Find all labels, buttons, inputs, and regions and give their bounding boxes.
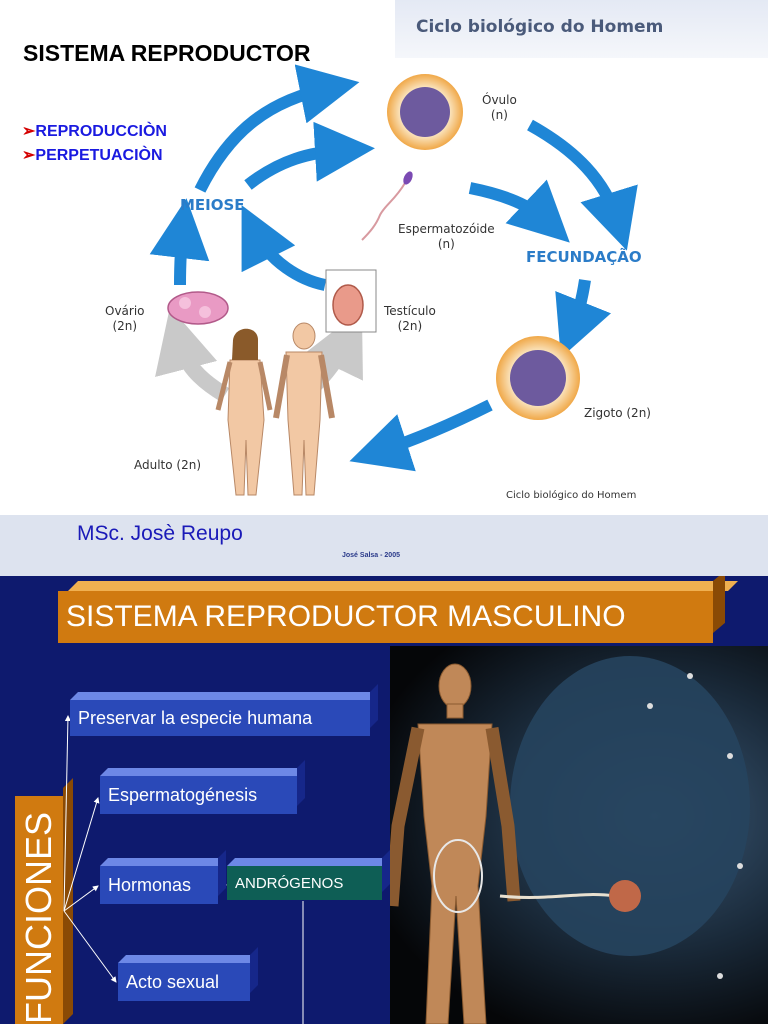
label-adulto: Adulto (2n) <box>134 458 202 472</box>
sperm-head <box>609 880 641 912</box>
title-box-side <box>713 576 725 633</box>
arrow-ovulo-to-fecundacao <box>527 119 638 251</box>
cycle-diagram <box>149 64 638 496</box>
label-meiose: MEIOSE <box>180 196 245 214</box>
slide-male-system: SISTEMA REPRODUCTOR MASCULINO FUNCIONES … <box>0 576 768 1024</box>
bullet-item: ➢REPRODUCCIÒN <box>22 123 167 140</box>
spermatozoid-tail <box>361 182 406 241</box>
sperm-cell <box>737 863 743 869</box>
arrow-ovario-to-meiose <box>149 198 210 286</box>
arrow-fecundacao-to-zigoto <box>555 279 611 358</box>
title-box <box>58 591 713 643</box>
function-label: Preservar la especie humana <box>78 707 313 728</box>
function-label: Espermatogénesis <box>108 784 258 805</box>
header-banner-text: Ciclo biológico do Homem <box>416 17 664 37</box>
anatomy-image <box>390 646 768 1024</box>
sperm-cell <box>687 673 693 679</box>
ovario-follicle <box>179 297 191 309</box>
label-zigoto: Zigoto (2n) <box>584 406 651 420</box>
testiculo-organ <box>332 284 364 326</box>
slide-title: SISTEMA REPRODUCTOR MASCULINO <box>66 600 626 633</box>
label-ovulo: Óvulo (n) <box>482 93 517 122</box>
arrow-bullet-icon: ➢ <box>22 123 36 140</box>
label-ovario: Ovário (2n) <box>105 304 145 333</box>
funciones-box <box>15 796 63 1024</box>
adult-female-hair <box>232 328 258 360</box>
arrow-bullet-icon: ➢ <box>22 147 36 164</box>
slide-cycle: Ciclo biológico do Homem SISTEMA REPRODU… <box>0 0 768 576</box>
function-box-hormonas: Hormonas <box>100 866 218 904</box>
connector-lines <box>63 715 304 1024</box>
sperm-tail <box>499 893 616 899</box>
function-box-acto-sexual: Acto sexual <box>118 963 250 1001</box>
androgenos-label: ANDRÓGENOS <box>235 874 344 892</box>
androgenos-box: ANDRÓGENOS <box>227 866 382 900</box>
adult-male-figure <box>273 322 335 496</box>
highlight-circle <box>433 839 483 913</box>
sperm-cell <box>717 973 723 979</box>
ovario-organ <box>167 291 229 325</box>
function-box-espermatogenesis: Espermatogénesis <box>100 776 297 814</box>
egg-cell <box>510 656 750 956</box>
slide-footer <box>0 515 768 576</box>
bullet-item: ➢PERPETUACIÒN <box>22 147 163 164</box>
arrow-sperm-to-fecundacao <box>468 179 570 243</box>
arrow-zigoto-to-adulto <box>349 399 493 472</box>
arrow-meiose-to-sperm <box>244 121 375 190</box>
sperm-cell <box>727 753 733 759</box>
function-label: Hormonas <box>108 874 192 895</box>
label-espermatozoide: Espermatozóide (n) <box>398 222 495 251</box>
bullet-list: ➢REPRODUCCIÒN ➢PERPETUACIÒN <box>22 120 167 168</box>
header-banner <box>395 0 768 58</box>
label-fecundacao: FECUNDAÇÃO <box>526 248 642 266</box>
anatomy-illustration <box>390 656 750 1024</box>
function-label: Acto sexual <box>126 971 220 992</box>
sperm-cell <box>647 703 653 709</box>
figure-caption: Ciclo biológico do Homem <box>506 490 637 501</box>
spermatozoid-head <box>403 171 413 185</box>
arrow-testiculo-to-meiose <box>241 205 327 291</box>
male-figure <box>390 663 521 1024</box>
ovulo-nucleus <box>400 87 450 137</box>
label-testiculo: Testículo (2n) <box>384 304 436 333</box>
function-box-preservar: Preservar la especie humana <box>70 700 370 736</box>
arrow-meiose-to-ovulo <box>194 64 360 193</box>
slide-title: SISTEMA REPRODUCTOR <box>23 40 311 66</box>
credit: José Salsa - 2005 <box>342 552 400 559</box>
arrow-adult-to-ovario <box>155 307 230 402</box>
author: MSc. Josè Reupo <box>77 522 243 545</box>
zigoto-nucleus <box>510 350 566 406</box>
ovario-follicle <box>199 306 211 318</box>
